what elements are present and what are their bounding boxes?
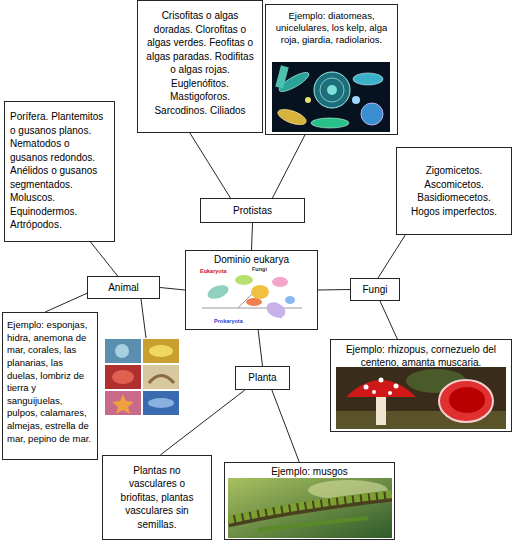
diatom-photo-part — [352, 96, 360, 104]
mushroom-photo-part — [336, 411, 506, 429]
diatom-photo-part — [276, 106, 308, 128]
animal-photos-part — [149, 345, 173, 357]
node-text: Porífera. Plantemitos o gusanos planos. … — [10, 110, 109, 232]
tree-of-life-image-part — [285, 296, 295, 304]
connector-line — [318, 289, 350, 291]
connector-line — [190, 133, 231, 198]
animal-photos-part — [112, 370, 134, 384]
connector-line — [160, 288, 185, 291]
diatom-photo-part — [272, 62, 390, 132]
mushroom-photo-part — [394, 384, 399, 389]
node-text: Ejemplo: esponjas, hidra, anemona de mar… — [7, 319, 93, 445]
moss-photo-part — [258, 518, 368, 530]
animal-photos-part — [104, 338, 180, 416]
concept-box: Ejemplo: diatomeas, unicelulares, los ke… — [265, 4, 398, 135]
leader-line — [141, 299, 146, 338]
mushroom-photo-part — [379, 378, 384, 383]
connector-line — [378, 235, 405, 278]
diatom-photo-part — [314, 72, 350, 108]
node-text: Ejemplo: rhizopus, cornezuelo del centen… — [339, 344, 503, 369]
tree-of-life-image-part — [202, 308, 302, 309]
tree-of-life-image-part — [264, 299, 288, 320]
mushroom-photo-part — [449, 387, 485, 413]
connector-line — [272, 135, 304, 198]
concept-box: Ejemplo: rhizopus, cornezuelo del centen… — [330, 339, 512, 432]
concept-box: Porífera. Plantemitos o gusanos planos. … — [4, 101, 115, 242]
concept-box: Plantas no vasculares o briofitas, plant… — [102, 455, 212, 540]
tree-of-life-image-part — [235, 275, 253, 285]
diatom-photo-part — [327, 85, 337, 95]
connector-line — [45, 293, 87, 312]
tree-of-life-image-part — [251, 285, 269, 299]
concept-box: Zigomicetos. Ascomicetos. Basidiomecetos… — [396, 147, 512, 235]
animal-photos-part — [143, 391, 179, 415]
connector-line — [380, 301, 397, 339]
mushroom-photo-part — [388, 391, 392, 395]
diatom-photo-part — [353, 73, 383, 85]
concept-box: Planta — [235, 366, 290, 390]
connector-line — [252, 223, 253, 250]
animal-photos — [104, 338, 180, 416]
connector-line — [272, 390, 299, 462]
tree-of-life-image-part — [238, 292, 254, 308]
mushroom-photo-part — [346, 380, 416, 397]
animal-photos-part — [143, 365, 179, 389]
node-text: Fungi — [354, 284, 396, 296]
node-text: Zigomicetos. Ascomicetos. Basidiomecetos… — [403, 164, 505, 218]
tree-of-life-image-part — [272, 277, 288, 287]
concept-box: Crisofitas o algas doradas. Clorofitas o… — [137, 0, 263, 133]
concept-box: Ejemplo: esponjas, hidra, anemona de mar… — [2, 312, 98, 460]
concept-box: Protistas — [200, 198, 305, 223]
diatom-photo-part — [305, 97, 311, 103]
diatom-photo-part — [311, 118, 349, 128]
node-text: Ejemplo: musgos — [229, 466, 390, 478]
connector-line — [160, 390, 245, 455]
animal-photos-part — [149, 376, 174, 384]
diatom-photo-part — [320, 78, 344, 102]
tree-of-life-image-part — [206, 283, 231, 302]
mushroom-photo-part — [336, 367, 506, 429]
node-text: Crisofitas o algas doradas. Clorofitas o… — [143, 9, 257, 117]
diatom-photo-part — [277, 69, 311, 95]
mushroom-photo-part — [406, 369, 466, 393]
animal-photos-part — [105, 339, 141, 363]
node-text: Protistas — [204, 205, 301, 217]
mushroom-photo-part — [439, 380, 493, 422]
concept-box: Animal — [87, 276, 160, 299]
moss-photo-part — [308, 480, 388, 500]
concept-box: Fungi — [350, 278, 400, 301]
moss-photo-part — [228, 494, 392, 520]
node-text: Planta — [239, 372, 286, 384]
node-text: Ejemplo: diatomeas, unicelulares, los ke… — [271, 10, 392, 46]
connector-line — [258, 330, 262, 366]
diatom-photo-part — [275, 65, 288, 88]
node-text: Plantas no vasculares o briofitas, plant… — [109, 464, 205, 532]
animal-photos-part — [105, 365, 141, 389]
tree-of-life-image-part — [198, 266, 306, 326]
mushroom-photo-part — [372, 390, 376, 394]
moss-photo-part — [228, 496, 392, 522]
animal-photos-part — [112, 394, 134, 414]
animal-photos-part — [143, 339, 179, 363]
mushroom-photo-part — [376, 393, 386, 425]
animal-photos-part — [115, 344, 129, 358]
concept-box: Dominio eukarya — [185, 250, 318, 330]
connector-line — [91, 242, 118, 276]
tree-of-life-image-part — [268, 308, 282, 318]
diatom-photo-part — [361, 103, 383, 125]
node-text: Animal — [91, 282, 156, 294]
tree-of-life-image-part — [246, 298, 262, 306]
animal-photos-part — [105, 391, 141, 415]
moss-photo-part — [228, 478, 392, 538]
mushroom-photo-part — [364, 385, 369, 390]
animal-photos-part — [148, 398, 174, 408]
concept-box: Ejemplo: musgos — [224, 462, 395, 540]
node-text: Dominio eukarya — [189, 254, 314, 266]
